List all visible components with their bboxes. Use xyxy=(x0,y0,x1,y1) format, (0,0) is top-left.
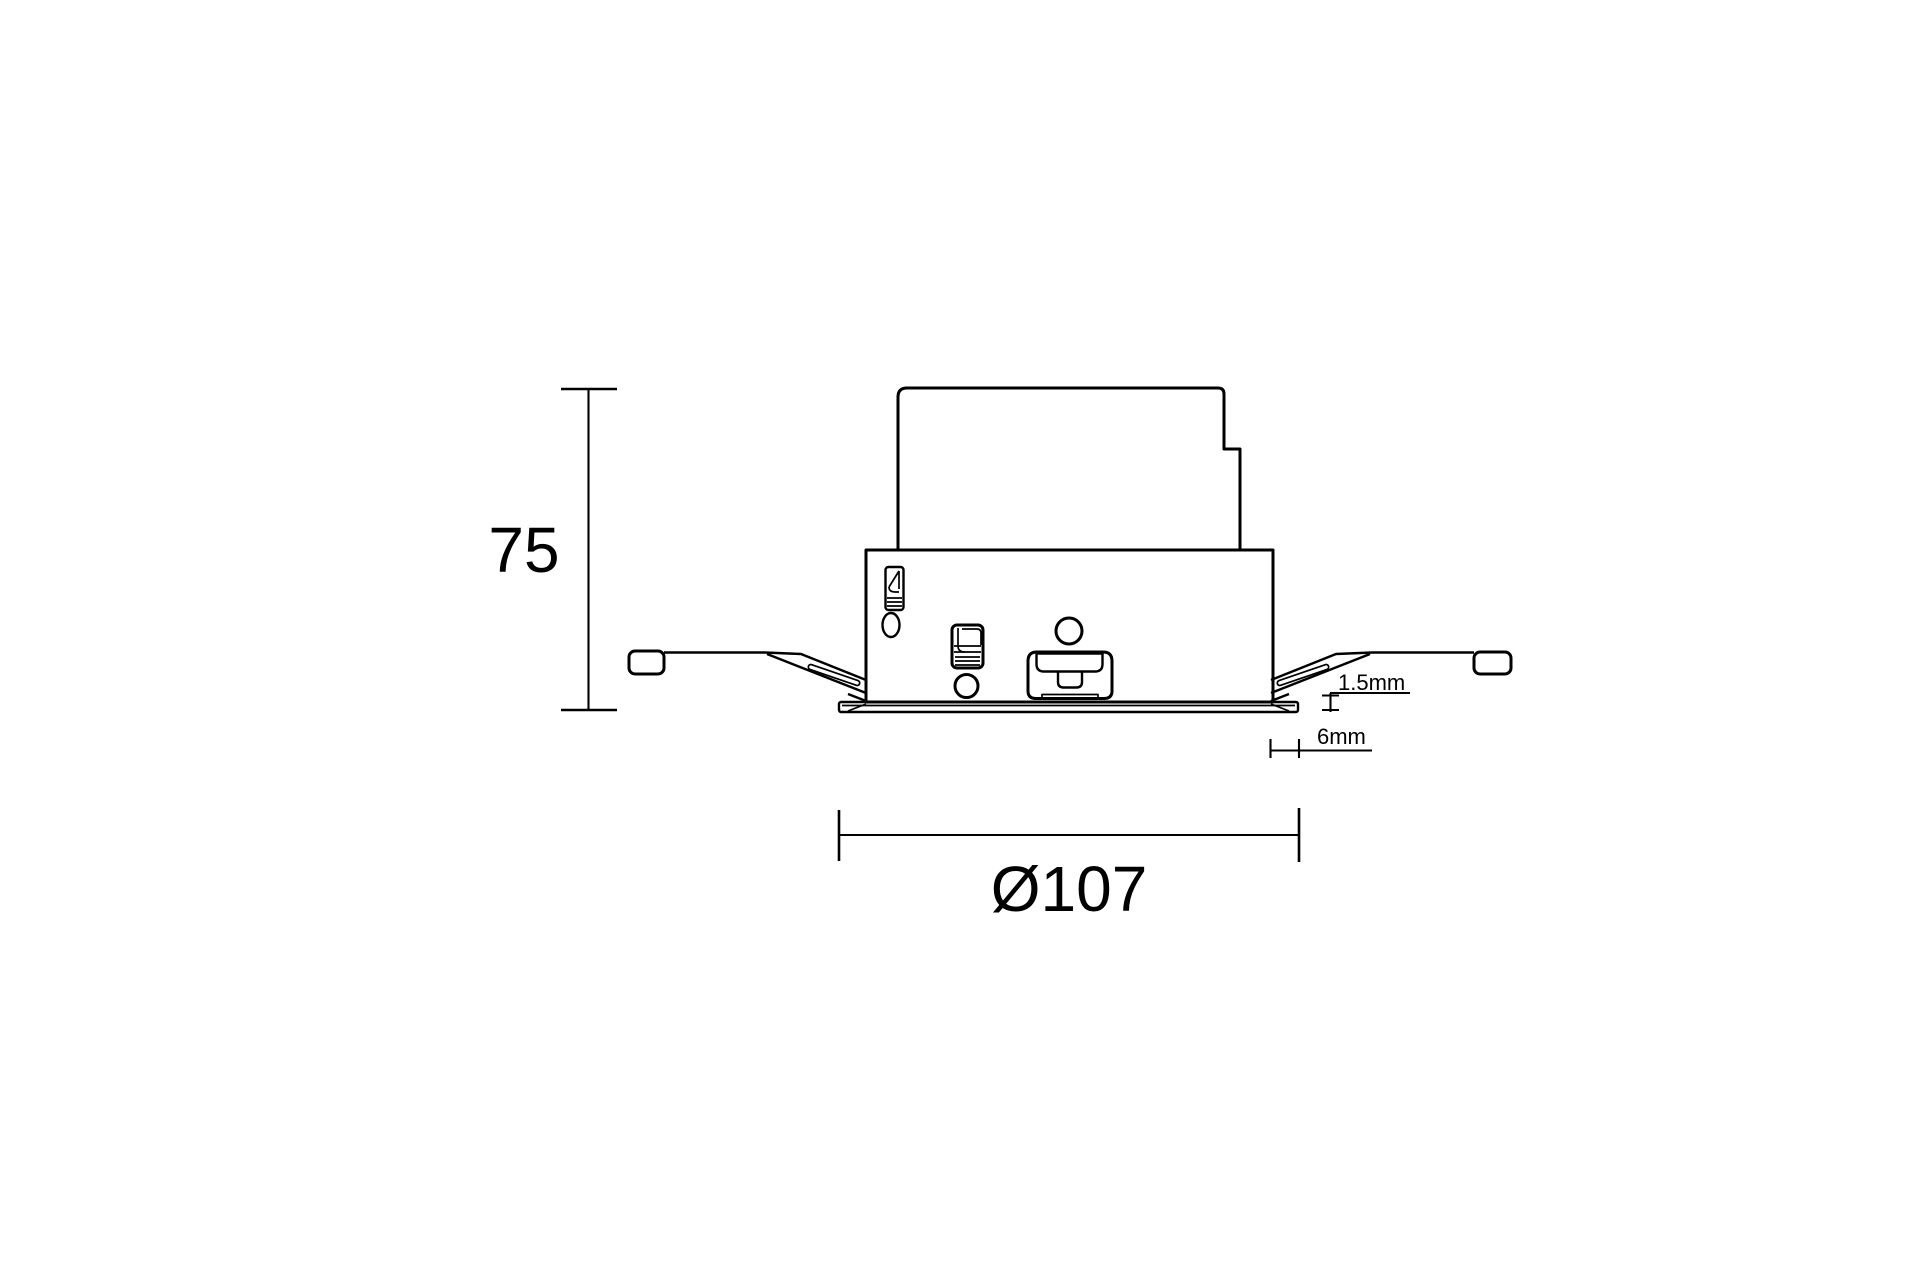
terminal-block-large xyxy=(950,623,985,670)
spring-clip-left-blade-upper-edge xyxy=(764,651,867,682)
spring-clip-right-end-cap xyxy=(1472,650,1513,676)
terminal-block-small-outline xyxy=(884,565,905,612)
connector-socket-recess xyxy=(1035,652,1104,673)
spring-clip-left-blade-lower-edge xyxy=(766,652,867,695)
terminal-block-large-lever xyxy=(957,628,966,653)
terminal-block-small-hatch xyxy=(887,597,902,607)
connector-socket-outline xyxy=(1026,650,1114,700)
terminal-block-large-outline xyxy=(950,623,985,670)
trim-flange xyxy=(837,700,1300,714)
terminal-block-large-inner-edge xyxy=(962,628,982,645)
wire-hole-oval xyxy=(881,611,901,639)
trim-flange-left-bevel xyxy=(847,703,867,712)
spring-clip-left-slot xyxy=(807,663,861,687)
diameter-dim-label: Ø107 xyxy=(991,853,1148,925)
spring-clip-right xyxy=(1270,650,1513,703)
terminal-block-small xyxy=(884,565,905,612)
flange-overhang-dimension: 6mm xyxy=(1269,724,1372,758)
flange-thickness-label: 1.5mm xyxy=(1338,670,1405,695)
spring-clip-left-end-cap xyxy=(627,649,666,676)
screw-hole-left xyxy=(953,673,980,699)
diameter-dimension: Ø107 xyxy=(837,808,1301,925)
terminal-block-large-hatch xyxy=(955,656,980,666)
terminal-block-small-lever xyxy=(888,570,900,593)
spring-clip-right-blade-lower-edge xyxy=(1270,652,1371,695)
height-dim-label: 75 xyxy=(488,514,559,586)
height-dimension: 75 xyxy=(488,387,617,712)
connector-socket xyxy=(1026,650,1114,700)
spring-clip-left xyxy=(627,649,867,703)
screw-hole-center xyxy=(1054,616,1084,646)
flange-thickness-dimension: 1.5mm xyxy=(1322,670,1410,712)
spring-clip-left-blade-heel xyxy=(847,692,867,703)
flange-overhang-label: 6mm xyxy=(1317,724,1366,749)
driver-box xyxy=(896,386,1242,550)
spring-clip-right-blade-heel xyxy=(1270,692,1290,703)
connector-socket-tab xyxy=(1056,671,1084,689)
spring-clip-right-slot xyxy=(1276,663,1330,687)
driver-box-outline xyxy=(896,386,1242,550)
spring-clip-right-blade-upper-edge xyxy=(1270,651,1373,682)
terminal-block-large-divider-lines xyxy=(954,645,981,653)
connector-socket-feet xyxy=(1041,693,1099,698)
trim-flange-outline xyxy=(837,700,1300,714)
trim-flange-right-bevel xyxy=(1270,703,1290,712)
